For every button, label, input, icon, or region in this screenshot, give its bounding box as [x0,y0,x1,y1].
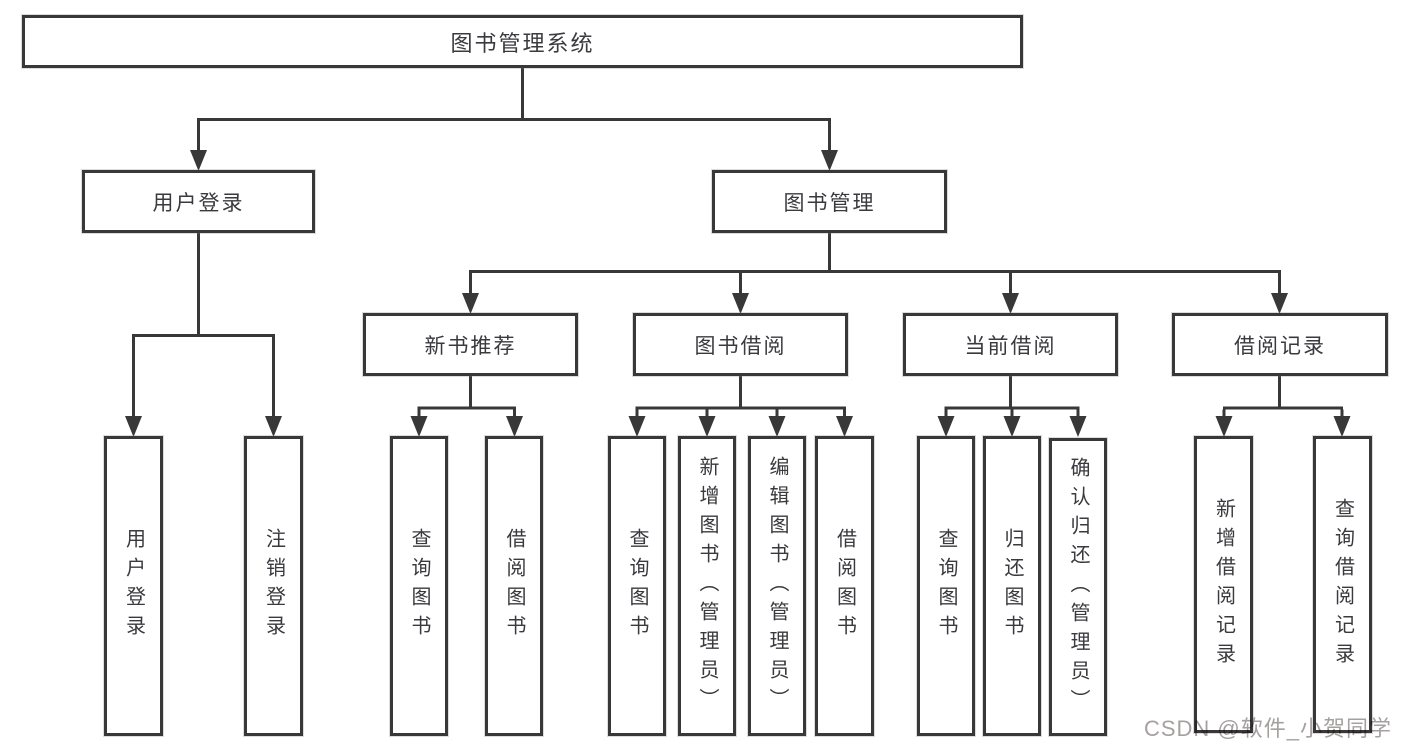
leaf-confirm-return-admin: 确认归还（管理员） [1049,438,1107,736]
leaf-confirm-return-admin-label: 确认归还（管理员） [1067,456,1089,718]
leaf-add-borrow-record-label: 新增借阅记录 [1212,497,1235,672]
node-user-login: 用户登录 [82,170,315,233]
leaf-borrow-books-recommend-label: 借阅图书 [503,528,525,644]
leaf-add-book-admin: 新增图书（管理员） [678,436,736,736]
leaf-query-books-borrowing: 查询图书 [608,436,666,736]
leaf-logout-login-label: 注销登录 [262,528,285,644]
leaf-query-books-current-label: 查询图书 [935,528,957,644]
leaf-query-books-recommend: 查询图书 [390,436,448,736]
leaf-edit-book-admin-label: 编辑图书（管理员） [766,455,788,717]
leaf-return-books: 归还图书 [983,436,1041,736]
leaf-borrow-books-recommend: 借阅图书 [485,436,543,736]
leaf-add-borrow-record: 新增借阅记录 [1194,436,1253,733]
node-book-management: 图书管理 [712,170,947,233]
leaf-return-books-label: 归还图书 [1001,528,1023,644]
leaf-borrow-books-borrowing: 借阅图书 [815,436,874,736]
leaf-query-books-current: 查询图书 [917,436,975,736]
node-new-book-recommendation-label: 新书推荐 [424,334,517,358]
node-root-label: 图书管理系统 [450,30,595,56]
node-book-borrowing-label: 图书借阅 [694,334,787,358]
leaf-add-book-admin-label: 新增图书（管理员） [696,455,718,717]
leaf-query-books-recommend-label: 查询图书 [408,528,430,644]
csdn-watermark: CSDN @软件_小贺同学 [1143,716,1392,741]
tree-edges [132,68,1344,418]
node-root-library-management-system: 图书管理系统 [22,15,1023,68]
node-book-management-label: 图书管理 [783,191,876,215]
leaf-query-books-borrowing-label: 查询图书 [626,528,648,644]
node-new-book-recommendation: 新书推荐 [363,313,578,376]
leaf-logout-login: 注销登录 [244,436,303,736]
leaf-edit-book-admin: 编辑图书（管理员） [748,436,806,736]
leaf-query-borrow-record-label: 查询借阅记录 [1331,497,1354,672]
node-borrowing-records: 借阅记录 [1172,313,1388,376]
node-current-borrowing-label: 当前借阅 [964,334,1057,358]
arrowheads [125,150,1351,437]
leaf-user-login-label: 用户登录 [122,528,145,644]
leaf-borrow-books-borrowing-label: 借阅图书 [833,528,856,644]
node-book-borrowing: 图书借阅 [633,313,848,376]
node-user-login-label: 用户登录 [152,191,245,215]
leaf-query-borrow-record: 查询借阅记录 [1313,436,1372,733]
node-borrowing-records-label: 借阅记录 [1234,334,1326,358]
node-current-borrowing: 当前借阅 [903,313,1118,376]
leaf-user-login: 用户登录 [104,436,163,736]
